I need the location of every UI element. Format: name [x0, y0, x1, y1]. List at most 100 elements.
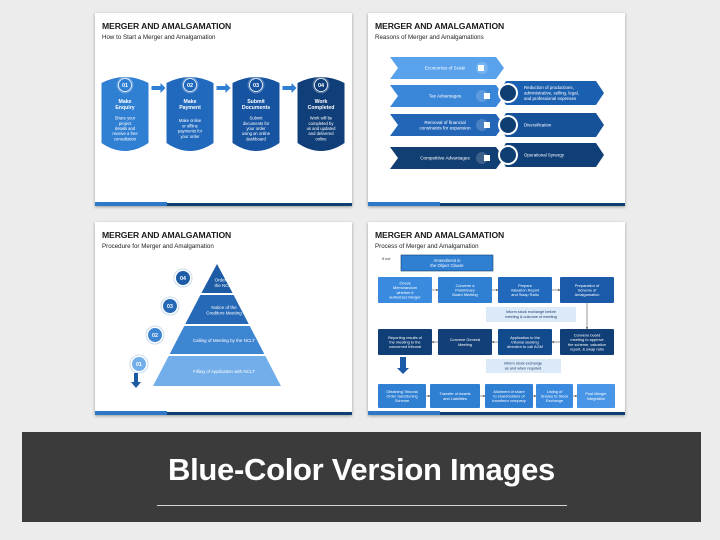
process-step-box: [401, 255, 493, 271]
reason-banner-right: [498, 143, 604, 167]
slide-subtitle: Procedure for Merger and Amalgamation: [102, 243, 214, 250]
reason-icon-glyph: [478, 65, 484, 71]
level-number-circle: [132, 357, 146, 371]
process-step-box: [378, 277, 432, 303]
reason-banner-left: [390, 147, 504, 169]
reason-banner-right: [498, 81, 604, 105]
slide-subtitle: Process of Merger and Amalgamation: [375, 243, 479, 250]
diversify-icon: [500, 117, 516, 133]
reason-label: Tax Advantages: [429, 94, 462, 99]
arrow-right-icon: [151, 83, 166, 93]
level-number: 04: [180, 276, 186, 282]
footer-bar: [95, 411, 352, 415]
reason-label: Operational Synergy: [524, 153, 565, 158]
reason-icon-glyph: [484, 122, 490, 128]
banner-title: Blue-Color Version Images: [168, 452, 555, 487]
reason-banner-left: [390, 85, 504, 107]
process-step-box: [498, 329, 552, 355]
level-number: 02: [152, 333, 158, 339]
reason-icon-glyph: [484, 93, 490, 99]
step-card: [232, 77, 280, 151]
slide-subtitle: Reasons of Merger and Amalgamations: [375, 34, 484, 41]
reason-banner-right: [498, 113, 604, 137]
reason-label: Economics of Scale: [425, 66, 466, 71]
step-number: 04: [318, 83, 325, 89]
pyramid-level: [153, 356, 281, 386]
level-number: 03: [167, 304, 173, 310]
pyramid-level: [201, 264, 233, 293]
slide-title: MERGER AND AMALGAMATION: [375, 21, 505, 31]
footer-bar: [368, 202, 625, 206]
pyramid-level: [169, 326, 265, 354]
amendment-outline: [400, 254, 494, 272]
reason-icon-glyph: [484, 155, 490, 161]
arrow-right-icon: [216, 83, 231, 93]
if-not-label: If not: [382, 257, 391, 261]
arrow-right-icon: [282, 83, 297, 93]
slide-reasons[interactable]: MERGER AND AMALGAMATION Reasons of Merge…: [368, 13, 625, 206]
step-number: 03: [253, 83, 259, 89]
process-step-box: [378, 329, 432, 355]
level-number-circle: [163, 299, 177, 313]
step-card: [101, 77, 149, 151]
process-step-box: [438, 277, 492, 303]
step-card: [166, 77, 214, 151]
pyramid-level-label: Filling of Application with NCLT: [193, 369, 255, 374]
reason-label: Competitive Advantages: [420, 156, 470, 161]
step-number-circle: [314, 78, 328, 92]
process-step-box: [485, 384, 533, 408]
step-card: [297, 77, 345, 151]
pyramid-level-label: Calling of Meeting by the NCLT: [193, 338, 255, 343]
process-step-box: [560, 277, 614, 303]
arrow-down-icon: [131, 373, 141, 388]
process-step-box: [536, 384, 573, 408]
slide-procedure[interactable]: MERGER AND AMALGAMATION Procedure for Me…: [95, 222, 352, 415]
process-step-box: [438, 329, 492, 355]
process-step-box: [378, 384, 426, 408]
slide-title: MERGER AND AMALGAMATION: [375, 230, 505, 240]
slide-title: MERGER AND AMALGAMATION: [102, 21, 232, 31]
step-number: 01: [122, 83, 128, 89]
slide-process[interactable]: MERGER AND AMALGAMATION Process of Merge…: [368, 222, 625, 415]
inform-box: [486, 307, 576, 322]
process-step-box: [430, 384, 480, 408]
process-step-box: [577, 384, 615, 408]
step-number-circle: [118, 78, 132, 92]
step-number-circle: [183, 78, 197, 92]
level-number-circle: [176, 271, 190, 285]
level-number-circle: [148, 328, 162, 342]
process-step-box: [498, 277, 552, 303]
inform-box: [486, 359, 561, 373]
chip-icon: [500, 147, 516, 163]
reason-banner-left: [390, 57, 504, 79]
arrow-down-icon: [397, 357, 409, 374]
step-number: 02: [187, 83, 193, 89]
slide-start-merger[interactable]: MERGER AND AMALGAMATION How to Start a M…: [95, 13, 352, 206]
step-number-circle: [249, 78, 263, 92]
reason-label: Diversification: [524, 123, 552, 128]
